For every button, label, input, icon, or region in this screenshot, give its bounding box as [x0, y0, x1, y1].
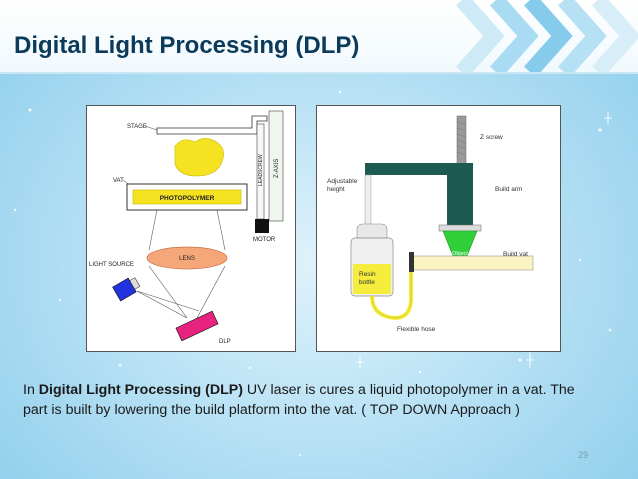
build-vat: [412, 255, 534, 271]
lens: [146, 246, 228, 270]
title-bar: Digital Light Processing (DLP): [0, 0, 638, 74]
dlp-diagram-right: Z screw Build arm Adjustable height Obje…: [316, 105, 561, 352]
chevron-decoration-icon: [456, 0, 638, 72]
light-source-label: LIGHT SOURCE: [89, 262, 134, 268]
stage-arm: [156, 115, 268, 135]
object-label: Object: [452, 251, 468, 257]
slide-caption: In Digital Light Processing (DLP) UV las…: [23, 380, 603, 420]
light-source: [112, 277, 141, 302]
resin-bottle-label-2: bottle: [359, 279, 375, 286]
z-axis-label: Z-AXIS: [274, 159, 280, 178]
build-arm-label: Build arm: [495, 186, 522, 193]
dlp-label: DLP: [219, 339, 231, 345]
adjustable-height-label-2: height: [327, 186, 345, 193]
dlp-diagram-left: STAGE LEADSCREW Z-AXIS MOTOR VAT PHOTOPO…: [86, 105, 296, 352]
vat-inlet: [409, 252, 414, 272]
photopolymer-label: PHOTOPOLYMER: [160, 195, 215, 202]
motor: [255, 219, 269, 233]
adjustable-height-label-1: Adjustable: [327, 178, 358, 185]
vat-label: VAT: [113, 178, 124, 184]
page-number: 29: [578, 450, 589, 460]
caption-prefix: In: [23, 382, 39, 398]
build-vat-label: Build vat: [503, 251, 528, 258]
slide-title: Digital Light Processing (DLP): [14, 32, 360, 59]
build-arm-horizontal: [365, 163, 455, 175]
build-arm: [447, 163, 473, 225]
z-axis-rail: [268, 110, 284, 222]
lens-label: LENS: [179, 256, 195, 262]
stage-label: STAGE: [127, 124, 147, 130]
motor-label: MOTOR: [253, 237, 276, 243]
resin-bottle-label-1: Resin: [359, 271, 376, 278]
caption-bold: Digital Light Processing (DLP): [38, 382, 243, 398]
resin-level: [353, 264, 391, 294]
dlp-chip: [175, 310, 219, 342]
leadscrew-label: LEADSCREW: [258, 154, 264, 186]
flexible-hose-label: Flexible hose: [397, 326, 436, 333]
photopolymer: [132, 189, 242, 205]
caption-text: UV laser is cures a liquid photopolymer …: [23, 382, 575, 418]
printed-part: [174, 138, 224, 177]
z-screw-label: Z screw: [480, 134, 503, 141]
